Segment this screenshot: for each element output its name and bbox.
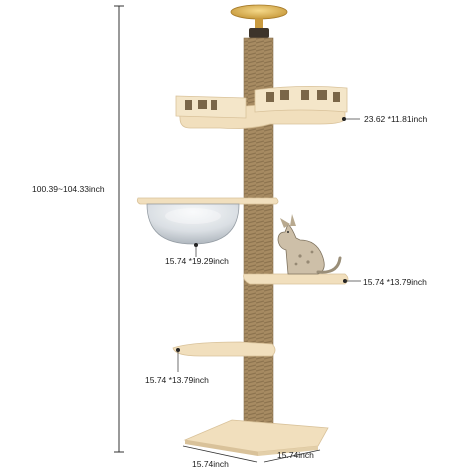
clear-dome-bowl [146,203,240,245]
lower-platform-label: 15.74 *13.79inch [145,375,209,385]
cat-platform [243,273,349,285]
top-platform [175,86,348,129]
base-width-label: 15.74inch [192,459,229,469]
cat-platform-label: 15.74 *13.79inch [363,277,427,287]
base-board [183,419,329,456]
base-dimension-lines [182,445,321,463]
leader-lines [177,118,361,372]
base-depth-label: 15.74inch [277,450,314,460]
cat [277,214,342,275]
ceiling-cap [230,4,288,38]
total-height-label: 100.39~104.33inch [32,184,105,194]
bowl-platform-label: 15.74 *19.29inch [165,256,229,266]
lower-platform [172,341,276,357]
height-dimension-line [114,5,124,453]
bowl-platform [136,197,279,245]
top-platform-label: 23.62 *11.81inch [364,114,428,124]
